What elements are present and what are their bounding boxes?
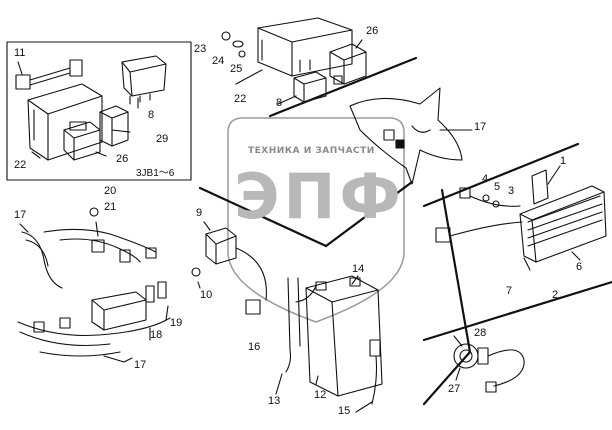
callout-17-top: 17 [474,121,487,133]
wiring-harness [17,207,171,357]
callout-3: 3 [508,185,515,197]
callout-21: 21 [104,201,117,213]
callout-1: 1 [560,155,567,167]
callout-12: 12 [314,389,327,401]
callout-27: 27 [448,383,461,395]
callout-20: 20 [104,185,117,197]
callout-22-inset: 22 [14,159,27,171]
callout-13: 13 [268,395,281,407]
watermark-text: ТЕХНИКА И ЗАПЧАСТИ [248,146,375,156]
callout-9: 9 [196,207,203,219]
callout-29: 29 [156,133,169,145]
watermark-logo: ЭПФ [234,160,405,233]
callout-24: 24 [212,55,225,67]
callout-18: 18 [150,329,163,341]
inset-note: 3JB1～6 [136,168,175,179]
cdi-unit [257,17,353,77]
inset-relay-8 [121,55,167,105]
callout-19: 19 [170,317,183,329]
starter-relay [191,227,267,315]
callout-14: 14 [352,263,365,275]
callout-28: 28 [474,327,487,339]
frame-bracket [349,87,463,185]
battery-leads [285,277,381,405]
relay-26 [329,43,367,85]
inset-unit [27,83,103,161]
callout-26-top: 26 [366,25,379,37]
callout-6: 6 [576,261,583,273]
callout-11: 11 [14,47,26,59]
callout-5: 5 [494,181,501,193]
inset-connector [15,59,83,90]
callout-7: 7 [506,285,513,297]
callout-16: 16 [248,341,261,353]
callout-17-left: 17 [14,209,27,221]
guide-lines [198,56,612,406]
callout-4: 4 [482,173,489,185]
inset-relay-29 [99,105,129,147]
callout-2: 2 [552,289,559,301]
callout-15: 15 [338,405,351,417]
callout-26-inset: 26 [116,153,129,165]
callout-8-b: 8 [276,97,283,109]
callout-17-bottom: 17 [134,359,147,371]
neutral-switch [453,335,525,393]
callout-25: 25 [230,63,243,75]
inset-frame [6,41,192,181]
battery [295,275,383,397]
watermark-shield [227,117,405,323]
relay-8 [293,71,327,103]
callout-23: 23 [194,43,207,55]
callout-22-top: 22 [234,93,247,105]
screws-23-25 [221,31,246,58]
callout-10: 10 [200,289,213,301]
rectifier-regulator [519,169,607,263]
callout-8: 8 [148,109,155,121]
inset-relay-26 [63,121,101,161]
